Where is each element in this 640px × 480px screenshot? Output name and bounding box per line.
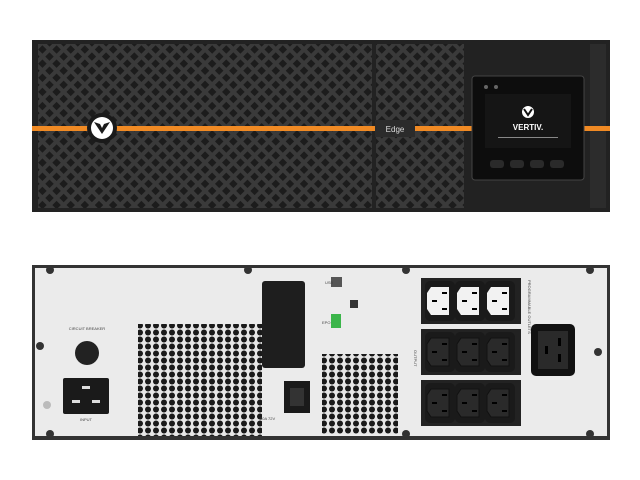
display-button-1[interactable] <box>490 160 504 168</box>
epo-connector[interactable] <box>331 314 341 328</box>
display-button-2[interactable] <box>510 160 524 168</box>
intellislot-card <box>262 281 305 368</box>
input-label: INPUT <box>80 417 93 422</box>
input-socket <box>63 378 109 414</box>
vertiv-logo-icon <box>87 113 117 143</box>
dry-contact-port[interactable] <box>350 300 358 308</box>
display-button-4[interactable] <box>550 160 564 168</box>
outlet-group-3 <box>421 380 521 426</box>
programmable-outlets-label: PROGRAMMABLE OUTLETS <box>527 280 532 334</box>
front-panel: Edge VERTIV. <box>32 40 610 212</box>
brand-name: VERTIV. <box>513 123 543 132</box>
usb-port[interactable] <box>331 277 342 287</box>
c19-outlet <box>531 324 575 376</box>
epo-label: EPO <box>322 320 330 325</box>
accent-stripe <box>32 126 610 131</box>
programmable-outlet-group <box>421 278 521 324</box>
model-label: Edge <box>386 125 405 134</box>
display-button-3[interactable] <box>530 160 544 168</box>
display-panel: VERTIV. <box>471 75 585 181</box>
outlet-group-2 <box>421 329 521 375</box>
status-led-icon <box>494 85 498 89</box>
fan-vent-right <box>322 354 398 434</box>
output-label: OUTPUT <box>413 350 418 367</box>
status-led-icon <box>484 85 488 89</box>
usb-label: USB <box>325 280 334 285</box>
fan-vent-left <box>138 324 262 436</box>
rear-panel: CIRCUIT BREAKER INPUT USB EPO 50A 72V OU… <box>32 265 610 440</box>
circuit-breaker-button[interactable] <box>75 341 99 365</box>
battery-label: 50A 72V <box>260 416 275 421</box>
breaker-label: CIRCUIT BREAKER <box>69 326 105 331</box>
ground-screw-icon <box>43 401 51 409</box>
